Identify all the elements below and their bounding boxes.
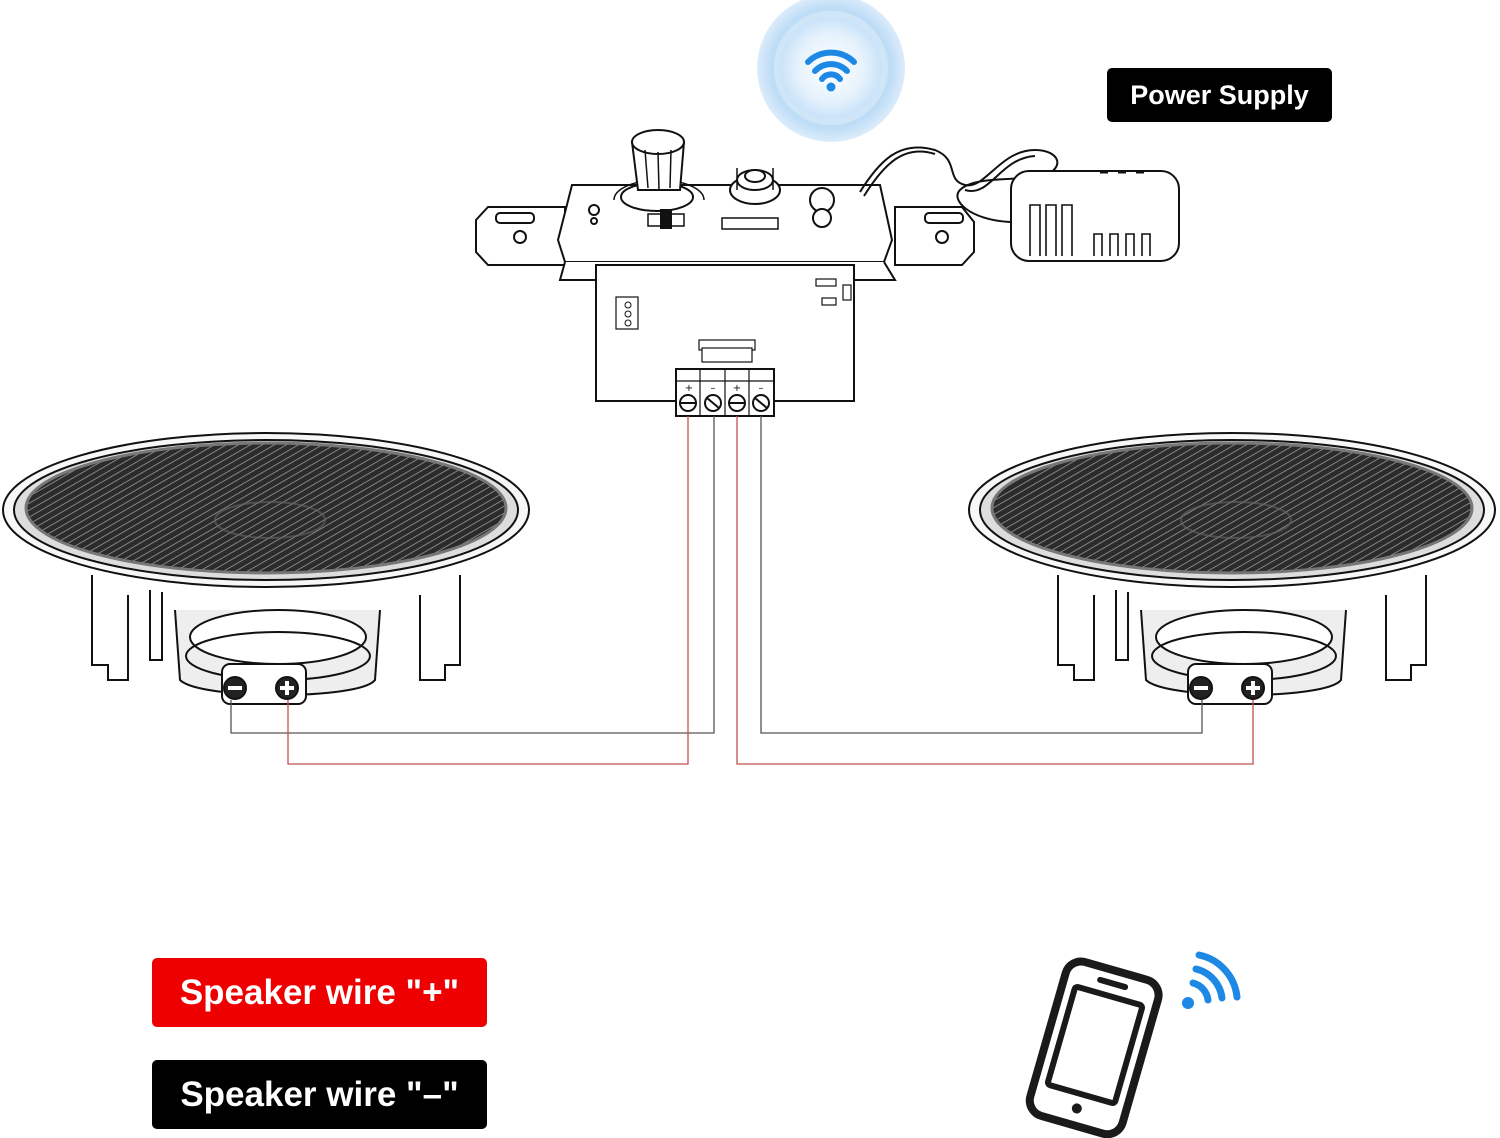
left-positive-wire <box>287 416 689 765</box>
left-negative-wire <box>230 416 715 734</box>
right-positive-wire <box>736 416 1254 765</box>
terminal-mark-minus: – <box>711 383 716 394</box>
wifi-icon <box>757 0 905 142</box>
speaker-wire-minus-legend: Speaker wire "–" <box>152 1060 487 1129</box>
bluetooth-signal-icon <box>1182 951 1241 1009</box>
terminal-mark-plus: + <box>685 383 693 394</box>
terminal-polarity-marks: + – + – <box>685 383 764 394</box>
speaker-wire-plus-legend: Speaker wire "+" <box>152 958 487 1027</box>
smartphone-icon <box>1025 957 1163 1138</box>
speaker-icon <box>2 432 530 705</box>
terminal-mark-minus: – <box>759 383 764 394</box>
wall-plate-amplifier <box>475 129 975 417</box>
power-supply-label: Power Supply <box>1107 68 1332 122</box>
right-negative-wire <box>760 416 1203 734</box>
terminal-mark-plus: + <box>733 383 741 394</box>
speaker-icon <box>968 432 1496 705</box>
power-adapter-icon <box>859 146 1180 262</box>
speaker-wires <box>230 416 1254 765</box>
